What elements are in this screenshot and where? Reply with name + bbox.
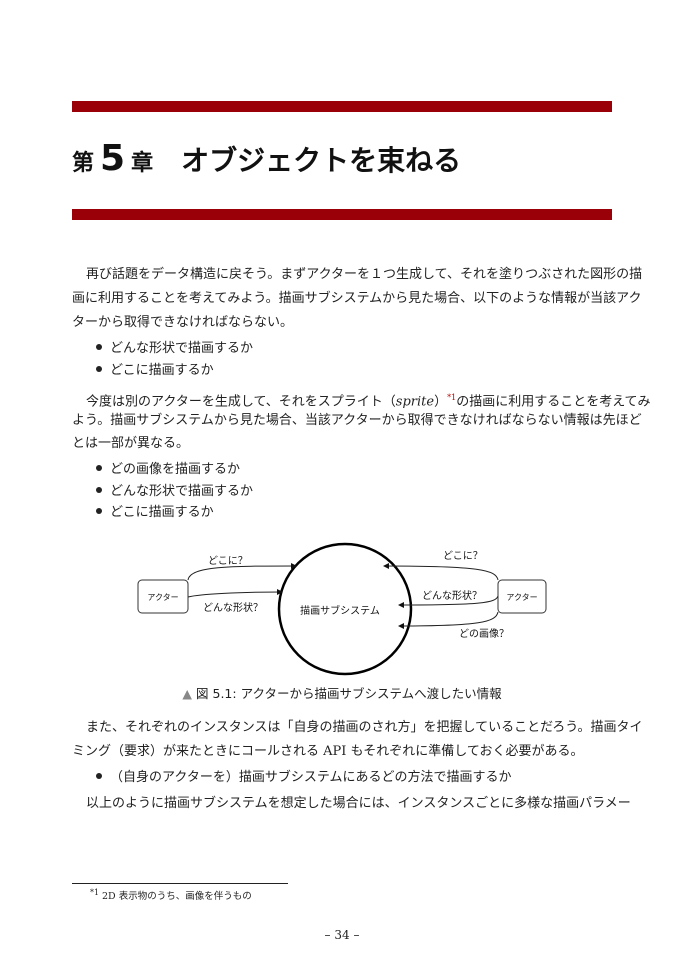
- subsystem-circle: [277, 542, 413, 676]
- paragraph-line: よう。描画サブシステムから見た場合、当該アクターから取得できなければならない情報…: [72, 413, 642, 428]
- paragraph-line: 今度は別のアクターを生成して、それをスプライト（sprite）*1の描画に利用す…: [86, 390, 651, 410]
- list-item: （自身のアクターを）描画サブシステムにあるどの方法で描画するか: [96, 770, 511, 786]
- right-image-label: どの画像？: [459, 628, 509, 640]
- page-number: – 34 –: [324, 928, 360, 942]
- footnote: *1 2D 表示物のうち、画像を伴うもの: [90, 888, 252, 902]
- paragraph-line: 画に利用することを考えてみよう。描画サブシステムから見た場合、以下のような情報が…: [72, 291, 642, 306]
- paragraph-line: ターから取得できなければならない。: [72, 315, 294, 330]
- right-where-label: どこに？: [443, 550, 483, 562]
- arrow-right-shape: [398, 595, 499, 608]
- triangle-icon: ▲: [182, 686, 193, 701]
- footnote-mark: *1: [90, 888, 99, 897]
- chapter-top-rule: [72, 101, 612, 112]
- chapter-title-text: オブジェクトを束ねる: [181, 144, 462, 177]
- figure-diagram: アクター アクター 描画サブシステム どこに？ どんな形状？ どこに？ どんな形…: [137, 542, 547, 676]
- arrow-left-where: [187, 563, 297, 581]
- subsystem-label: 描画サブシステム: [300, 604, 380, 617]
- list-item: どこに描画するか: [96, 363, 214, 379]
- paragraph-line: 以上のように描画サブシステムを想定した場合には、インスタンスごとに多様な描画パラ…: [86, 796, 631, 811]
- arrow-right-image: [398, 611, 499, 629]
- footnote-ref[interactable]: *1: [447, 393, 457, 402]
- paragraph-line: ミング（要求）が来たときにコールされる API もそれぞれに準備しておく必要があ…: [72, 744, 584, 759]
- list-item: どんな形状で描画するか: [96, 484, 253, 500]
- left-actor-label: アクター: [147, 593, 178, 602]
- text: 今度は別のアクターを生成して、それをスプライト（: [86, 394, 396, 410]
- caption-text: 図 5.1: アクターから描画サブシステムへ渡したい情報: [196, 686, 502, 701]
- text: の描画に利用することを考えてみ: [456, 394, 651, 410]
- paragraph-line: とは一部が異なる。: [72, 436, 190, 451]
- left-where-label: どこに？: [208, 555, 248, 567]
- list-item: どこに描画するか: [96, 505, 214, 521]
- text: ）: [434, 394, 448, 410]
- chapter-number: 5: [100, 138, 126, 179]
- list-item: どの画像を描画するか: [96, 462, 240, 478]
- right-shape-label: どんな形状？: [422, 589, 482, 602]
- arrow-right-where: [383, 563, 499, 581]
- term-sprite: sprite: [395, 394, 435, 410]
- paragraph-line: 再び話題をデータ構造に戻そう。まずアクターを１つ生成して、それを塗りつぶされた図…: [86, 267, 643, 282]
- list-item: どんな形状で描画するか: [96, 341, 253, 357]
- arrow-left-shape: [187, 589, 283, 598]
- paragraph-line: また、それぞれのインスタンスは「自身の描画のされ方」を把握していることだろう。描…: [86, 720, 643, 735]
- chapter-prefix: 第: [72, 151, 95, 176]
- figure-caption: ▲ 図 5.1: アクターから描画サブシステムへ渡したい情報: [0, 683, 684, 702]
- chapter-bottom-rule: [72, 209, 612, 220]
- footnote-rule: [72, 883, 288, 884]
- footnote-text: 2D 表示物のうち、画像を伴うもの: [102, 891, 252, 903]
- left-shape-label: どんな形状？: [203, 601, 263, 614]
- right-actor-label: アクター: [506, 593, 537, 602]
- chapter-suffix: 章: [131, 151, 154, 176]
